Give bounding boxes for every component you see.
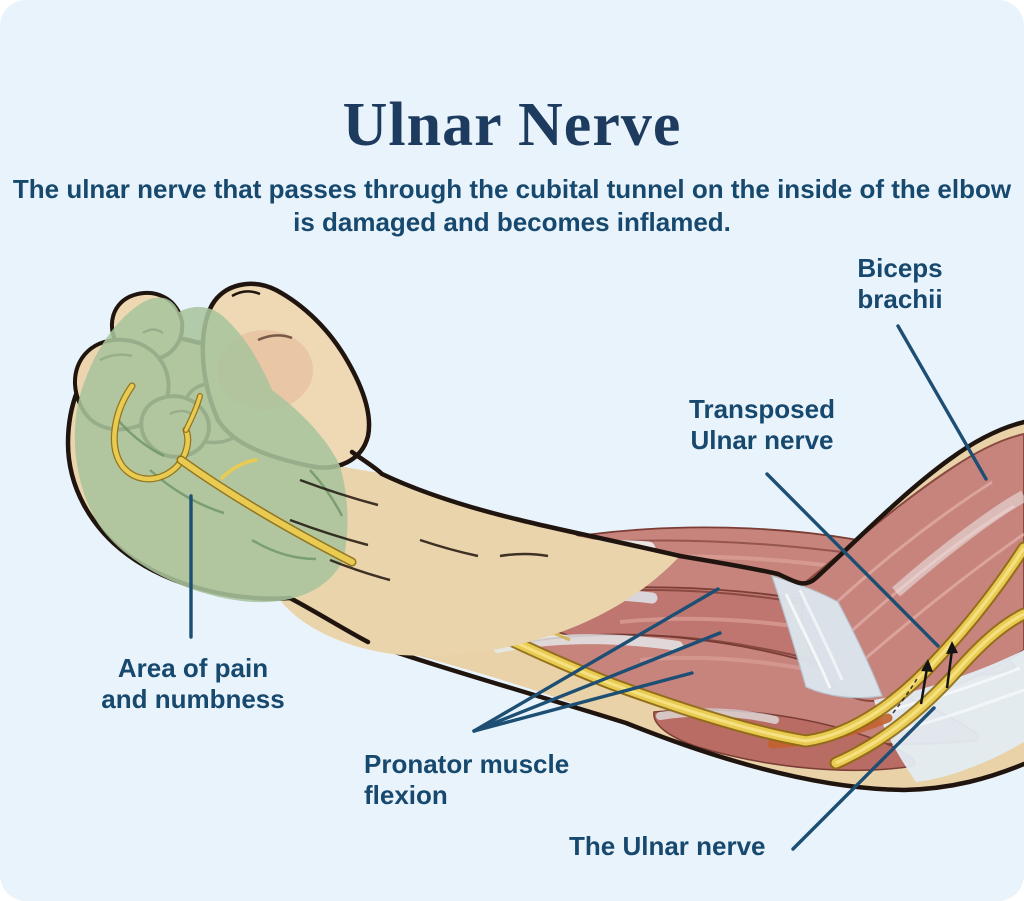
transposition-arrows bbox=[892, 641, 958, 714]
label-the-ulnar-nerve: The Ulnar nerve bbox=[569, 831, 809, 862]
label-biceps-line2: brachii bbox=[857, 284, 943, 314]
label-pronator-line2: flexion bbox=[364, 780, 448, 810]
transposed-nerve-pointer-line bbox=[765, 472, 940, 648]
label-pronator-line1: Pronator muscle bbox=[364, 749, 570, 779]
label-transposed-ulnar-nerve: Transposed Ulnar nerve bbox=[652, 394, 872, 456]
pronator-pointer-line-1 bbox=[472, 587, 720, 733]
page-title: Ulnar Nerve bbox=[342, 90, 682, 159]
hand bbox=[65, 281, 683, 656]
label-biceps-brachii: Biceps brachii bbox=[810, 253, 990, 315]
label-transposed-line1: Transposed bbox=[689, 394, 835, 424]
transposed-nerve-branch bbox=[829, 607, 1024, 770]
label-area-line2: and numbness bbox=[101, 684, 285, 714]
pronator-pointer-line-3 bbox=[472, 671, 694, 733]
pointer-lines bbox=[189, 324, 988, 851]
ulnar-nerve-hand-branch bbox=[110, 382, 357, 567]
hand-creases bbox=[289, 478, 549, 582]
subtitle-line-1: The ulnar nerve that passes through the … bbox=[12, 174, 724, 204]
arm-outline bbox=[357, 419, 1024, 793]
pronator-pointer-line-2 bbox=[472, 631, 722, 733]
subtitle-line-2: the inside of the elbow is damaged and b… bbox=[293, 174, 1012, 237]
label-area-line1: Area of pain bbox=[117, 653, 269, 683]
page-subtitle: The ulnar nerve that passes through the … bbox=[0, 173, 1024, 239]
biceps-muscle bbox=[801, 432, 1024, 703]
label-transposed-line2: Ulnar nerve bbox=[690, 425, 834, 455]
biceps-pointer-line bbox=[896, 324, 988, 481]
label-biceps-line1: Biceps bbox=[857, 253, 943, 283]
ulnar-nerve-pointer-line bbox=[791, 706, 936, 851]
elbow-tendons bbox=[767, 575, 1024, 782]
label-area-of-pain: Area of pain and numbness bbox=[63, 653, 323, 715]
label-ulnar-text: The Ulnar nerve bbox=[569, 831, 766, 861]
label-pronator-muscle-flexion: Pronator muscle flexion bbox=[364, 749, 644, 811]
